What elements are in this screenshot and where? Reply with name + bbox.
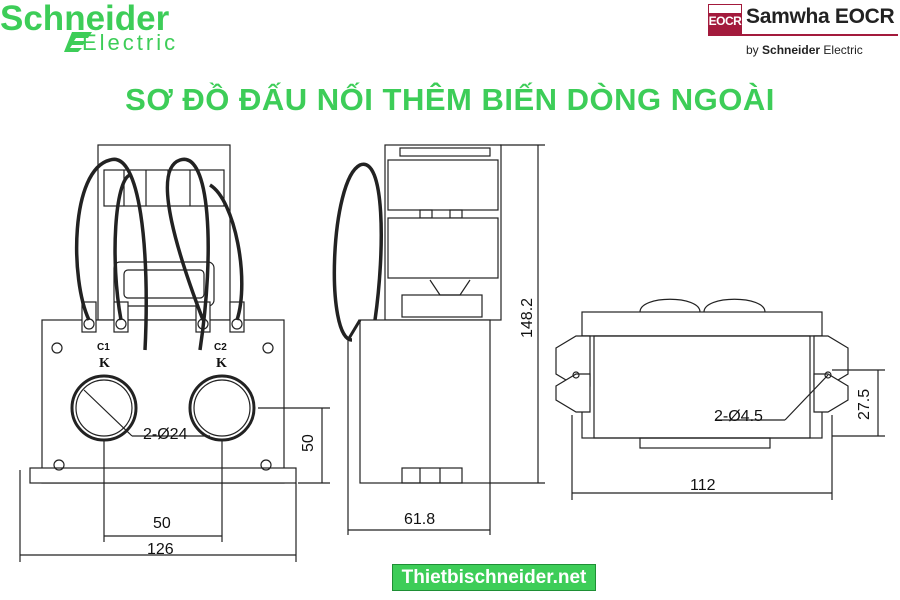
top-hole-label: 2-Ø4.5 [714,408,763,425]
side-view [332,144,545,535]
front-dim-width: 126 [147,541,174,558]
top-view [555,298,885,500]
byline-suffix: Electric [823,43,863,57]
schneider-logo-mark-icon [64,32,92,52]
k-label-left: K [99,356,110,371]
website-link[interactable]: Thietbischneider.net [392,564,596,591]
front-dim-height: 50 [300,434,317,452]
byline-brand: Schneider [762,43,821,57]
front-dim-hole-spacing: 50 [153,515,171,532]
side-dim-depth: 61.8 [404,511,436,528]
terminal-label-c2: C2 [214,342,227,353]
byline-prefix: by [746,43,759,57]
schneider-logo-subtitle: Electric [82,30,179,55]
front-hole-label: 2-Ø24 [143,426,188,443]
eocr-divider [708,34,898,36]
eocr-byline: by Schneider Electric [746,43,863,57]
eocr-badge-top [708,4,742,14]
schneider-logo-name: Schneider [0,0,170,38]
top-dim-width: 112 [690,477,716,494]
page-title: SƠ ĐỒ ĐẤU NỐI THÊM BIẾN DÒNG NGOÀI [125,82,775,117]
top-dim-height: 27.5 [856,388,873,420]
k-label-right: K [216,356,227,371]
eocr-badge-label: EOCR [708,14,742,28]
side-dim-height: 148.2 [519,297,536,338]
terminal-label-c1: C1 [97,342,110,353]
front-view [19,144,330,562]
eocr-brand: Samwha EOCR [746,5,895,28]
